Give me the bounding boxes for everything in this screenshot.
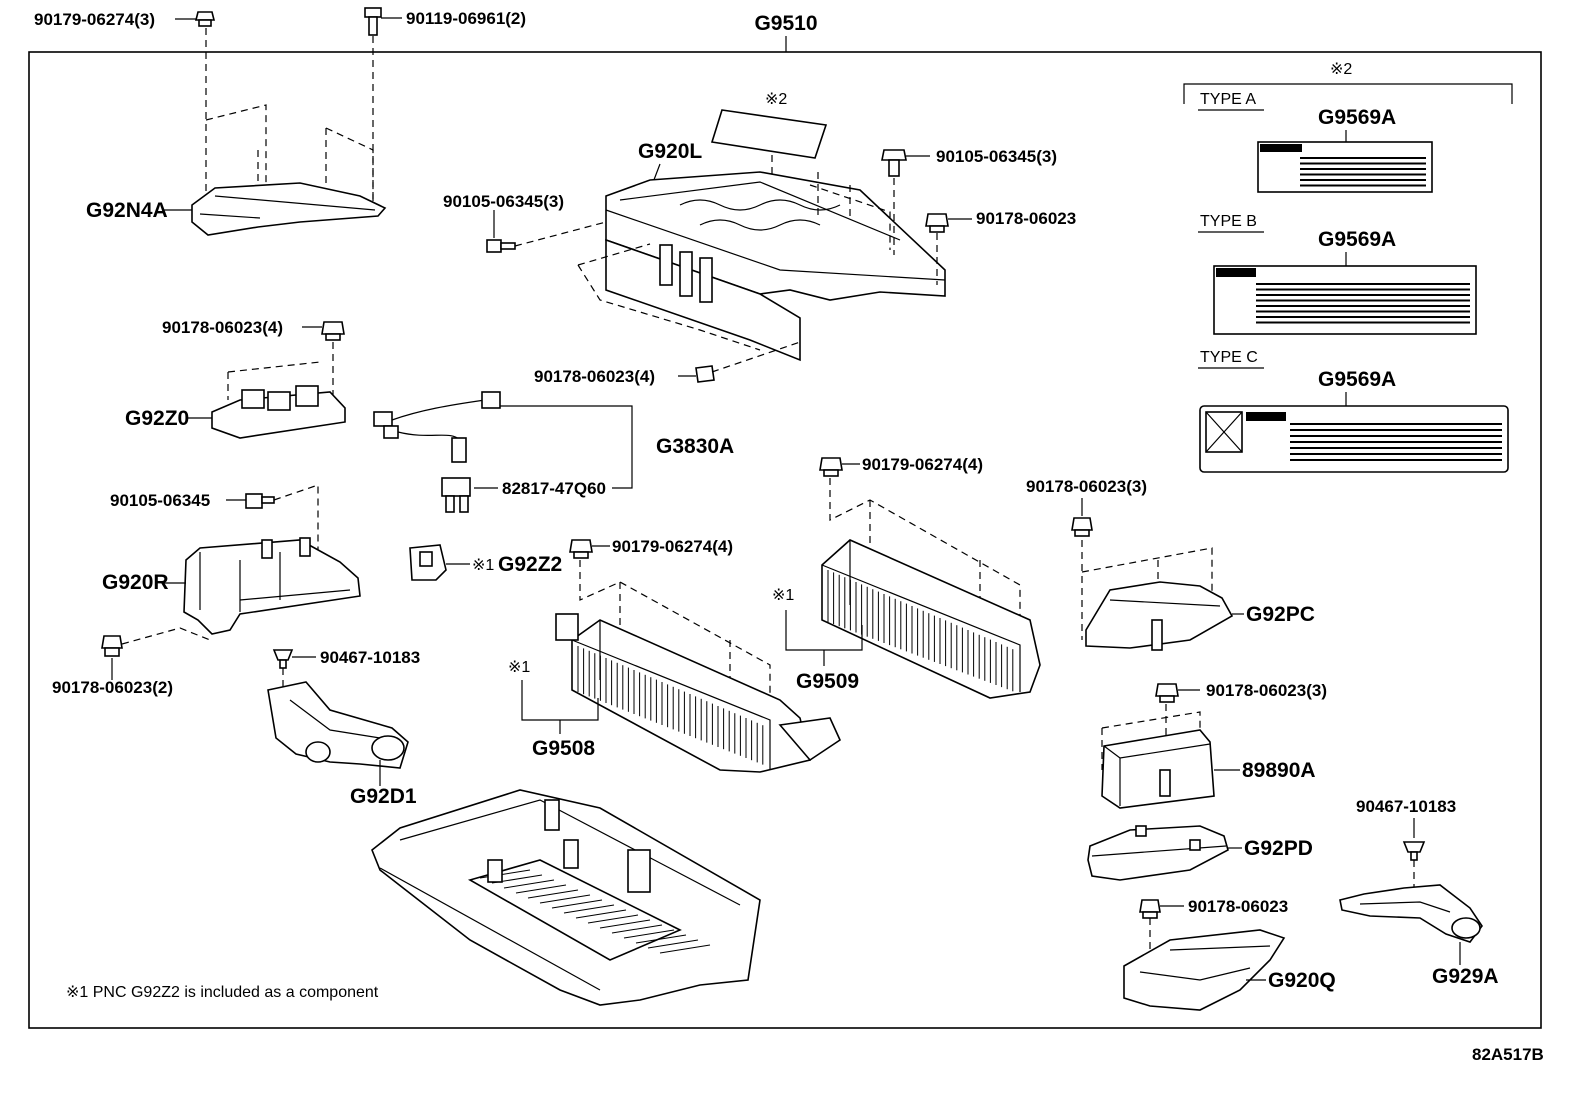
svg-text:※2: ※2: [765, 91, 787, 108]
label-nut-90178-3b: 90178-06023(3): [1206, 681, 1327, 700]
nut-icon: [101, 635, 123, 657]
label-duct-g92d1: G92D1: [350, 785, 417, 808]
label-top-bolt-1: 90179-06274(3): [34, 10, 155, 29]
type-b-part: G9569A: [1318, 228, 1396, 251]
nut-icon: [1139, 899, 1161, 919]
bracket-g920q-shape: [1123, 929, 1286, 1011]
bracket-g920r-shape: [183, 537, 361, 635]
note1-mark-g9509: ※1: [772, 587, 794, 604]
label-clip-90467-a: 90467-10183: [320, 648, 420, 667]
label-nut-90178-top: 90178-06023: [976, 209, 1076, 228]
nut-icon: [1155, 683, 1179, 703]
nut-icon: [925, 213, 949, 233]
label-clip-90467-b: 90467-10183: [1356, 797, 1456, 816]
note1-mark-g92z2: ※1: [472, 557, 494, 574]
ecu-89890a-shape: [1101, 704, 1215, 809]
label-stack-g9509: G9509: [796, 670, 859, 693]
label-nut-90178-4a: 90178-06023(4): [162, 318, 283, 337]
label-ecu-89890a: 89890A: [1242, 759, 1316, 782]
label-nut-90178-bottom: 90178-06023: [1188, 897, 1288, 916]
figure-code: 82A517B: [1472, 1045, 1544, 1064]
assembly-title: G9510: [754, 12, 817, 35]
cover-g92n4a-shape: [191, 104, 387, 236]
bolt-icon: [194, 11, 216, 27]
label-nut-90179-4b: 90179-06274(4): [862, 455, 983, 474]
battery-tray-shape: [371, 789, 761, 1006]
label-nut-90179-4a: 90179-06274(4): [612, 537, 733, 556]
warning-label-type-a: [1257, 141, 1433, 193]
diagram-frame: [28, 51, 1542, 1029]
duct-g92d1-shape: [267, 681, 409, 769]
type-a-label: TYPE A: [1200, 91, 1256, 108]
label-cover-main: G920L: [638, 140, 702, 163]
clip-icon: [1402, 841, 1426, 861]
screw-icon: [364, 7, 382, 36]
label-nut-90178-2: 90178-06023(2): [52, 678, 173, 697]
warning-label-type-b: [1213, 265, 1477, 335]
label-block-g92z0: G92Z0: [125, 407, 189, 430]
type-c-label: TYPE C: [1200, 349, 1258, 366]
block-g92z0-shape: [211, 361, 346, 439]
stack-g9508-shape: [555, 560, 842, 773]
label-cover-g92pd: G92PD: [1244, 837, 1313, 860]
label-cover-left: G92N4A: [86, 199, 168, 222]
nut-icon: [695, 365, 715, 383]
label-stack-g9508: G9508: [532, 737, 595, 760]
label-nut-90178-3a: 90178-06023(3): [1026, 477, 1147, 496]
bolt-icon: [486, 239, 516, 253]
label-bracket-g920q: G920Q: [1268, 969, 1336, 992]
warning-label-type-c: [1199, 405, 1509, 473]
label-cover-g92pc: G92PC: [1246, 603, 1315, 626]
type-a-part: G9569A: [1318, 106, 1396, 129]
clip-icon: [272, 649, 294, 669]
bolt-icon: [881, 149, 907, 177]
type-c-part: G9569A: [1318, 368, 1396, 391]
label-sticker-note2: ※2: [710, 91, 828, 210]
note1-mark-g9508: ※1: [508, 659, 530, 676]
clip-g92z2-shape: [409, 544, 447, 581]
cover-g92pc-shape: [1081, 540, 1234, 651]
nut-icon: [819, 457, 843, 477]
label-bolt-90105-b: 90105-06345(3): [936, 147, 1057, 166]
footnote: ※1 PNC G92Z2 is included as a component: [66, 984, 379, 1001]
bolt-icon: [245, 493, 275, 509]
label-top-bolt-2: 90119-06961(2): [406, 9, 526, 28]
harness-g3830a-shape: [373, 391, 501, 513]
label-bolt-90105-single: 90105-06345: [110, 491, 210, 510]
cover-g92pd-shape: [1087, 825, 1229, 881]
label-bolt-90105-a: 90105-06345(3): [443, 192, 564, 211]
note2-mark-types: ※2: [1330, 61, 1352, 78]
label-connector: 82817-47Q60: [502, 479, 606, 498]
label-duct-g929a: G929A: [1432, 965, 1499, 988]
duct-g929a-shape: [1339, 884, 1483, 943]
label-bracket-g920r: G920R: [102, 571, 169, 594]
label-clip-g92z2: G92Z2: [498, 553, 562, 576]
nut-icon: [321, 321, 345, 341]
label-nut-90178-4b: 90178-06023(4): [534, 367, 655, 386]
nut-icon: [1071, 517, 1093, 537]
label-harness: G3830A: [656, 435, 734, 458]
stack-g9509-shape: [821, 478, 1041, 699]
type-b-label: TYPE B: [1200, 213, 1257, 230]
nut-icon: [569, 539, 593, 559]
cover-g920l-shape: [577, 171, 946, 362]
